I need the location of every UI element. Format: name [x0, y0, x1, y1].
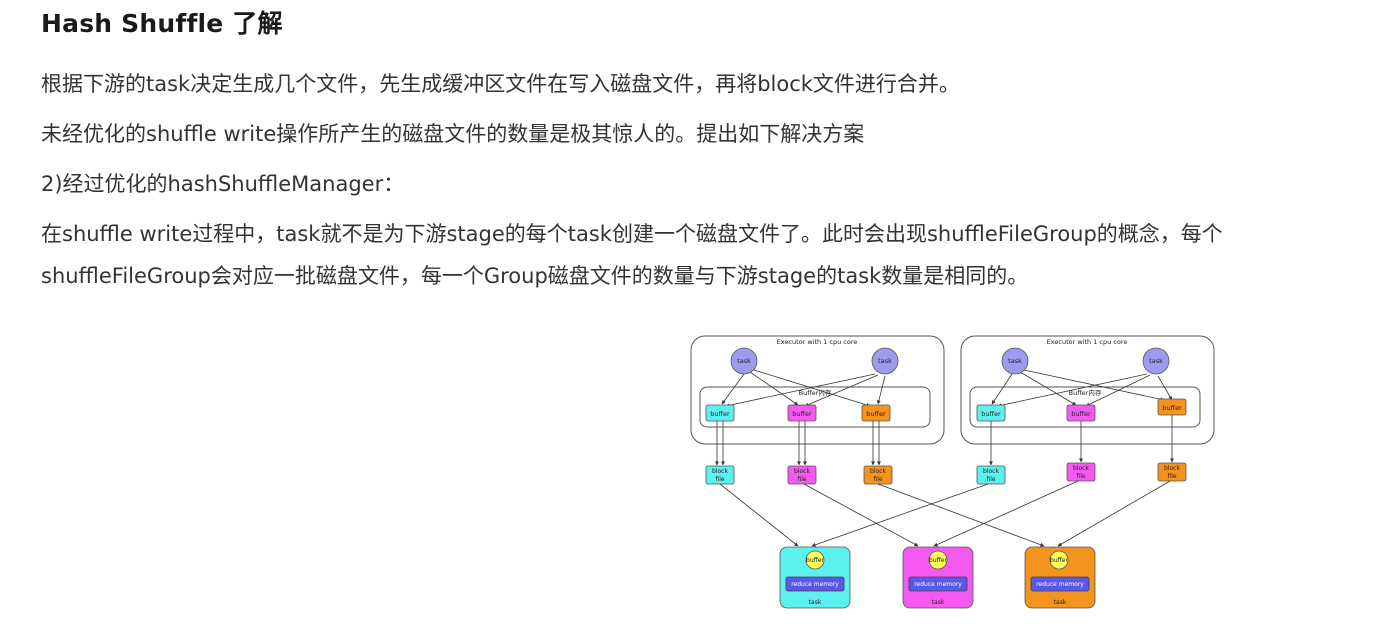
buffer-label-5: buffer — [1071, 410, 1091, 418]
paragraph-hash-shuffle-intro: 根据下游的task决定生成几个文件，先生成缓冲区文件在写入磁盘文件，再将bloc… — [41, 72, 960, 96]
map-task-2 — [871, 347, 899, 375]
buffer-cyan-1 — [705, 404, 735, 422]
reduce-memory-3 — [1030, 576, 1090, 592]
executor-label-2: Executor with 1 cpu core — [1047, 338, 1128, 346]
blockfile-to-reduce-arrows — [719, 480, 1171, 547]
block-file-label-6a: block — [1164, 465, 1180, 472]
reduce-buffer-label-2: buffer — [929, 557, 947, 564]
map-task-1 — [730, 347, 758, 375]
reduce-buffer-label-3: buffer — [1050, 557, 1068, 564]
reduce-buffer-1 — [805, 550, 825, 570]
paragraph-shuffle-file-group: 在shuffle write过程中，task就不是为下游stage的每个task… — [41, 222, 1223, 288]
block-file-magenta-2 — [1066, 462, 1096, 482]
block-file-label-1a: block — [712, 468, 728, 475]
reduce-memory-label-2: reduce memory — [914, 581, 962, 588]
buffer-label-2: buffer — [792, 410, 812, 418]
buffer-label-3: buffer — [866, 410, 886, 418]
block-file-label-5b: file — [1076, 473, 1085, 480]
block-file-label-2b: file — [797, 476, 806, 483]
buffer-label-6: buffer — [1162, 404, 1182, 412]
buffer-label-4: buffer — [981, 410, 1001, 418]
page-heading: Hash Shuffle 了解 — [41, 9, 283, 38]
block-file-magenta-1 — [787, 465, 817, 485]
buffer-magenta-1 — [787, 404, 817, 422]
block-file-label-1b: file — [715, 476, 724, 483]
map-task-4 — [1142, 347, 1170, 375]
block-file-cyan-2 — [976, 465, 1006, 485]
paragraph-optimized-manager: 2)经过优化的hashShuffleManager： — [41, 172, 405, 196]
block-file-label-4b: file — [986, 476, 995, 483]
reduce-memory-label-3: reduce memory — [1036, 581, 1084, 588]
map-task-label-1: task — [737, 357, 751, 365]
reduce-buffer-label-1: buffer — [806, 557, 824, 564]
reduce-task-label-1: task — [809, 599, 822, 606]
reduce-buffer-2 — [928, 550, 948, 570]
block-file-orange-2 — [1157, 462, 1187, 482]
reduce-memory-1 — [785, 576, 845, 592]
reduce-task-label-3: task — [1054, 599, 1067, 606]
buffer-region-label-1: Buffer内存 — [799, 388, 832, 397]
block-file-label-4a: block — [983, 468, 999, 475]
block-file-label-3a: block — [870, 468, 886, 475]
map-task-label-3: task — [1008, 357, 1022, 365]
task-to-buffer-arrows-2 — [991, 369, 1173, 408]
block-file-label-2a: block — [794, 468, 810, 475]
block-file-label-3b: file — [873, 476, 882, 483]
buffer-label-1: buffer — [710, 410, 730, 418]
map-task-label-4: task — [1149, 357, 1163, 365]
reduce-task-label-2: task — [932, 599, 945, 606]
hash-shuffle-diagram-svg: Executor with 1 cpu core Buffer内存 Execut… — [690, 335, 1215, 609]
task-to-buffer-arrows-1 — [721, 369, 886, 408]
buffer-orange-1 — [861, 404, 891, 422]
executor-label-1: Executor with 1 cpu core — [777, 338, 858, 346]
buffer-region-label-2: Buffer内存 — [1069, 388, 1102, 397]
block-file-label-5a: block — [1073, 465, 1089, 472]
map-task-3 — [1001, 347, 1029, 375]
map-task-label-2: task — [878, 357, 892, 365]
buffer-to-blockfile-arrows — [715, 415, 1174, 466]
block-file-label-6b: file — [1167, 473, 1176, 480]
paragraph-unoptimized-write: 未经优化的shuffle write操作所产生的磁盘文件的数量是极其惊人的。提出… — [41, 122, 865, 146]
hash-shuffle-diagram: Executor with 1 cpu core Buffer内存 Execut… — [680, 330, 1228, 612]
reduce-buffer-3 — [1049, 550, 1069, 570]
reduce-memory-label-1: reduce memory — [791, 581, 839, 588]
reduce-memory-2 — [908, 576, 968, 592]
